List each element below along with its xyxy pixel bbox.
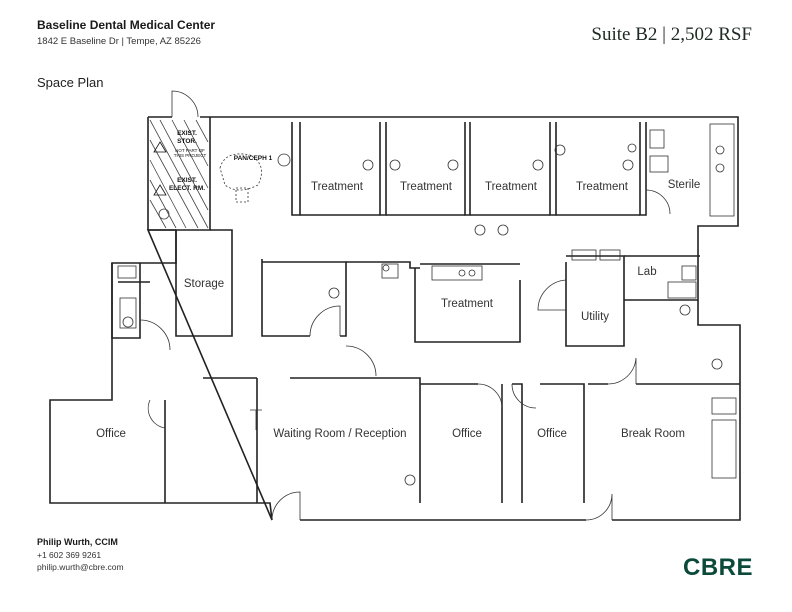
room-label-lab: Lab bbox=[637, 266, 656, 278]
storage-electrical-hatch bbox=[149, 119, 209, 229]
room-label-office-1: Office bbox=[96, 428, 126, 440]
room-label-treatment-5: Treatment bbox=[441, 298, 494, 310]
room-label-treatment-1: Treatment bbox=[311, 181, 364, 193]
contact-name: Philip Wurth, CCIM bbox=[37, 537, 118, 547]
room-labels: Treatment Treatment Treatment Treatment … bbox=[96, 130, 700, 440]
walls bbox=[49, 116, 741, 521]
doors bbox=[139, 90, 671, 521]
contact-phone: +1 602 369 9261 bbox=[37, 550, 102, 560]
property-title: Baseline Dental Medical Center bbox=[37, 18, 216, 32]
note-exist-elect-line2: ELECT. RM. bbox=[169, 185, 205, 192]
room-label-utility: Utility bbox=[581, 311, 609, 323]
property-address: 1842 E Baseline Dr | Tempe, AZ 85226 bbox=[37, 36, 201, 47]
note-not-part-line1: NOT PART OF bbox=[175, 148, 205, 153]
note-exist-stor-line1: EXIST. bbox=[177, 130, 197, 137]
note-exist-stor-line2: STOR. bbox=[177, 138, 197, 145]
note-not-part-line2: THIS PROJECT bbox=[174, 153, 207, 158]
room-label-treatment-3: Treatment bbox=[485, 181, 538, 193]
suite-title: Suite B2 | 2,502 RSF bbox=[591, 24, 752, 45]
room-label-storage: Storage bbox=[184, 278, 224, 290]
room-label-office-3: Office bbox=[537, 428, 567, 440]
warning-icon bbox=[153, 141, 167, 196]
room-label-treatment-4: Treatment bbox=[576, 181, 629, 193]
room-label-break-room: Break Room bbox=[621, 428, 685, 440]
note-exist-elect-line1: EXIST. bbox=[177, 177, 197, 184]
room-label-waiting-reception: Waiting Room / Reception bbox=[273, 428, 406, 440]
room-label-pan-ceph: PAN/CEPH 1 bbox=[234, 155, 273, 162]
room-label-treatment-2: Treatment bbox=[400, 181, 453, 193]
contact-email: philip.wurth@cbre.com bbox=[37, 562, 124, 572]
room-label-office-2: Office bbox=[452, 428, 482, 440]
cbre-logo: CBRE bbox=[683, 554, 754, 581]
room-label-sterile: Sterile bbox=[668, 179, 701, 191]
section-label: Space Plan bbox=[37, 75, 104, 90]
fixtures bbox=[117, 123, 737, 486]
